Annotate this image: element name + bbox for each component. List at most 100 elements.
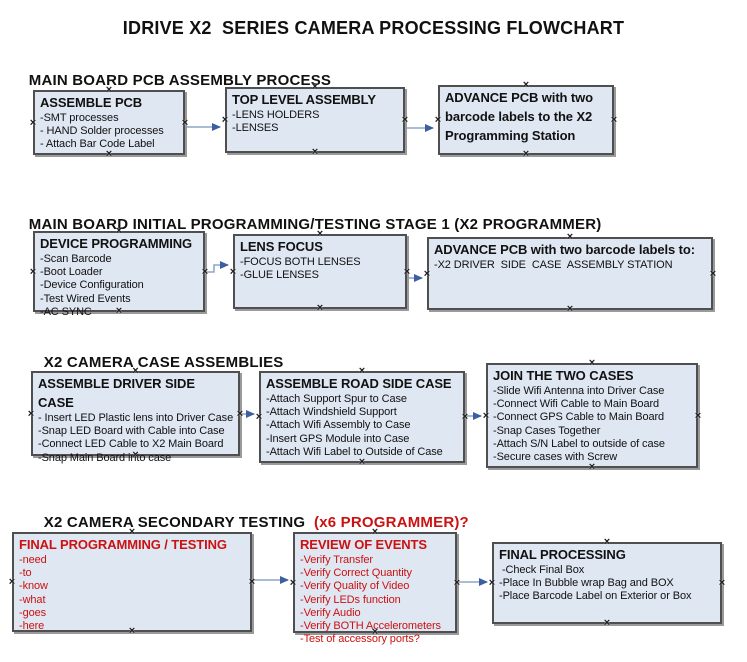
- box-item: - Attach Bar Code Label: [40, 138, 155, 151]
- selection-handle-icon[interactable]: ×: [311, 146, 319, 158]
- selection-handle-icon[interactable]: ×: [358, 456, 366, 468]
- selection-handle-icon[interactable]: ×: [522, 148, 530, 160]
- selection-handle-icon[interactable]: ×: [588, 461, 596, 473]
- section-heading-initial-programming: MAIN BOARD INITIAL PROGRAMMING/TESTING S…: [20, 199, 602, 233]
- selection-handle-icon[interactable]: ×: [115, 225, 123, 237]
- box-title: ADVANCE PCB with two barcode labels to:: [434, 242, 695, 257]
- selection-handle-icon[interactable]: ×: [201, 265, 209, 278]
- box-title: FINAL PROCESSING: [499, 547, 626, 562]
- section-heading-secondary-testing: X2 CAMERA SECONDARY TESTING (x6 PROGRAMM…: [35, 497, 469, 531]
- box-item: -Place In Bubble wrap Bag and BOX: [499, 577, 674, 590]
- selection-handle-icon[interactable]: ×: [522, 79, 530, 91]
- selection-handle-icon[interactable]: ×: [27, 407, 35, 420]
- selection-handle-icon[interactable]: ×: [255, 411, 263, 423]
- box-item: -LENS HOLDERS: [232, 109, 320, 121]
- box-item: - HAND Solder processes: [40, 125, 164, 138]
- selection-handle-icon[interactable]: ×: [358, 365, 366, 377]
- selection-handle-icon[interactable]: ×: [132, 449, 139, 461]
- flowchart-box[interactable]: ASSEMBLE PCB -SMT processes- HAND Solder …: [30, 85, 188, 160]
- section-heading-text: MAIN BOARD INITIAL PROGRAMMING/TESTING S…: [28, 216, 602, 233]
- selection-handle-icon[interactable]: ×: [29, 265, 37, 278]
- flowchart-box[interactable]: ASSEMBLE ROAD SIDE CASE-Attach Support S…: [256, 366, 468, 468]
- selection-handle-icon[interactable]: ×: [461, 411, 469, 423]
- box-item: -GLUE LENSES: [240, 269, 319, 282]
- selection-handle-icon[interactable]: ×: [132, 365, 139, 377]
- selection-handle-icon[interactable]: ×: [105, 148, 113, 160]
- box-item: -Insert GPS Module into Case: [266, 432, 410, 445]
- selection-handle-icon[interactable]: ×: [718, 577, 726, 589]
- box-item: -goes: [19, 606, 47, 619]
- selection-handle-icon[interactable]: ×: [311, 81, 319, 93]
- selection-handle-icon[interactable]: ×: [229, 265, 237, 278]
- selection-handle-icon[interactable]: ×: [8, 576, 16, 588]
- box-item: -Attach Windshield Support: [266, 406, 397, 419]
- box-title: ADVANCE PCB with two barcode labels to t…: [445, 90, 593, 143]
- selection-handle-icon[interactable]: ×: [401, 114, 409, 126]
- selection-handle-icon[interactable]: ×: [566, 303, 574, 315]
- selection-handle-icon[interactable]: ×: [316, 302, 324, 314]
- flowchart-title: IDRIVE X2 SERIES CAMERA PROCESSING FLOWC…: [122, 18, 625, 38]
- selection-handle-icon[interactable]: ×: [128, 526, 136, 538]
- box-item: -AC SYNC: [40, 305, 92, 318]
- section-heading-pcb-assembly: MAIN BOARD PCB ASSEMBLY PROCESS: [20, 55, 331, 89]
- selection-handle-icon[interactable]: ×: [221, 114, 229, 126]
- box-item: -Check Final Box: [499, 564, 585, 576]
- box-item: -Connect Wifi Cable to Main Board: [493, 398, 660, 411]
- selection-handle-icon[interactable]: ×: [453, 576, 461, 589]
- selection-handle-icon[interactable]: ×: [566, 231, 574, 243]
- selection-handle-icon[interactable]: ×: [488, 577, 496, 589]
- box-item: -Attach S/N Label to outside of case: [493, 437, 665, 450]
- box-title: FINAL PROGRAMMING / TESTING: [19, 537, 227, 552]
- selection-handle-icon[interactable]: ×: [423, 267, 431, 280]
- box-title: ASSEMBLE ROAD SIDE CASE: [266, 376, 452, 391]
- box-item: -Verify Audio: [300, 606, 361, 619]
- box-item: -Snap Main Board into case: [38, 451, 172, 464]
- flowchart-box[interactable]: TOP LEVEL ASSEMBLY-LENS HOLDERS-LENSES××…: [222, 82, 408, 158]
- selection-handle-icon[interactable]: ×: [236, 407, 244, 420]
- selection-handle-icon[interactable]: ×: [248, 576, 256, 588]
- box-item: -SMT processes: [40, 112, 119, 124]
- flowchart-box[interactable]: ASSEMBLE DRIVER SIDE CASE - Insert LED Pl…: [28, 366, 243, 464]
- selection-handle-icon[interactable]: ×: [434, 114, 442, 126]
- flowchart-box[interactable]: DEVICE PROGRAMMING-Scan Barcode-Boot Loa…: [30, 226, 208, 318]
- flowchart-box[interactable]: FINAL PROGRAMMING / TESTING-need-to-know…: [9, 527, 255, 637]
- flowchart-box[interactable]: ADVANCE PCB with two barcode labels to t…: [435, 80, 617, 160]
- selection-handle-icon[interactable]: ×: [371, 626, 379, 638]
- selection-handle-icon[interactable]: ×: [482, 409, 490, 422]
- box-title: ASSEMBLE PCB: [40, 95, 143, 110]
- flowchart-box[interactable]: REVIEW OF EVENTS-Verify Transfer-Verify …: [290, 527, 460, 646]
- selection-handle-icon[interactable]: ×: [29, 116, 37, 129]
- selection-handle-icon[interactable]: ×: [610, 114, 618, 126]
- box-item: -what: [19, 593, 46, 606]
- box-item: -Attach Wifi Label to Outside of Case: [266, 445, 443, 458]
- selection-handle-icon[interactable]: ×: [603, 536, 611, 548]
- selection-handle-icon[interactable]: ×: [709, 267, 717, 280]
- section-heading-red-suffix: (x6 PROGRAMMER)?: [309, 514, 469, 531]
- selection-handle-icon[interactable]: ×: [588, 357, 596, 369]
- flowchart-box[interactable]: FINAL PROCESSING -Check Final Box-Place …: [489, 537, 725, 629]
- flowchart-box[interactable]: LENS FOCUS-FOCUS BOTH LENSES-GLUE LENSES…: [230, 229, 410, 314]
- selection-handle-icon[interactable]: ×: [289, 576, 297, 589]
- box-item: -Verify Correct Quantity: [300, 567, 412, 580]
- box-item: -FOCUS BOTH LENSES: [240, 256, 361, 268]
- box-item: -Verify LEDs function: [300, 593, 401, 606]
- box-item: -Verify BOTH Accelerometers: [300, 620, 441, 633]
- box-title: ASSEMBLE DRIVER SIDE CASE: [38, 376, 195, 410]
- box-title: TOP LEVEL ASSEMBLY: [232, 92, 376, 107]
- selection-handle-icon[interactable]: ×: [371, 526, 379, 538]
- box-item: -Verify Quality of Video: [300, 580, 410, 593]
- box-item: -Boot Loader: [40, 266, 103, 279]
- flowchart-box[interactable]: ADVANCE PCB with two barcode labels to:-…: [424, 232, 716, 315]
- box-item: - Insert LED Plastic lens into Driver Ca…: [38, 412, 234, 424]
- selection-handle-icon[interactable]: ×: [694, 409, 702, 422]
- selection-handle-icon[interactable]: ×: [181, 116, 189, 129]
- flowchart-box[interactable]: JOIN THE TWO CASES-Slide Wifi Antenna in…: [483, 358, 701, 473]
- selection-handle-icon[interactable]: ×: [603, 617, 611, 629]
- box-item: -Place Barcode Label on Exterior or Box: [499, 590, 692, 603]
- selection-handle-icon[interactable]: ×: [128, 625, 136, 637]
- selection-handle-icon[interactable]: ×: [115, 305, 123, 317]
- box-item: -Slide Wifi Antenna into Driver Case: [493, 385, 665, 397]
- selection-handle-icon[interactable]: ×: [316, 228, 324, 240]
- selection-handle-icon[interactable]: ×: [105, 84, 113, 96]
- selection-handle-icon[interactable]: ×: [403, 265, 411, 278]
